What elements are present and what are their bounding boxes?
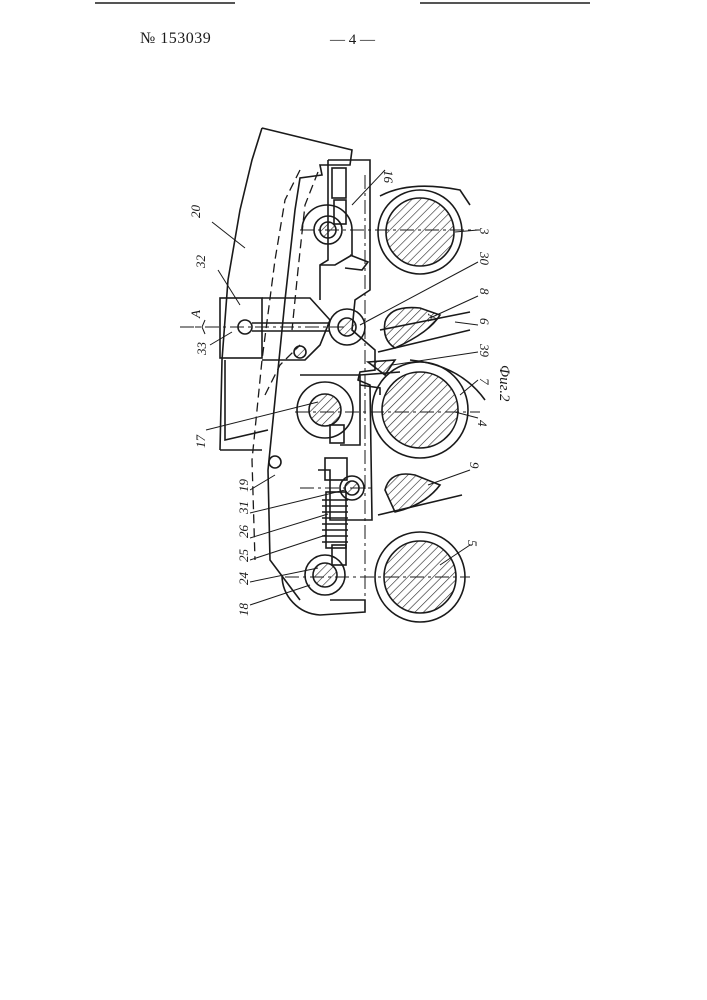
section-mark-a-left: А — [188, 310, 203, 319]
label-8: 8 — [477, 288, 492, 295]
label-32: 32 — [193, 255, 208, 270]
label-30: 30 — [477, 251, 492, 266]
label-33: 33 — [194, 342, 209, 357]
label-25: 25 — [236, 549, 251, 563]
label-24: 24 — [236, 572, 251, 586]
label-39: 39 — [477, 343, 492, 358]
label-5: 5 — [465, 540, 480, 547]
label-20: 20 — [188, 205, 203, 219]
label-9: 9 — [467, 462, 482, 469]
section-mark-a-right: А — [425, 313, 440, 322]
figure-caption: Фиг.2 — [496, 365, 512, 402]
label-7: 7 — [477, 378, 492, 385]
label-26: 26 — [236, 525, 251, 539]
label-6: 6 — [477, 318, 492, 325]
label-3: 3 — [477, 227, 492, 235]
label-17: 17 — [193, 435, 208, 449]
label-4: 4 — [475, 420, 490, 427]
label-31: 31 — [236, 501, 251, 515]
label-19: 19 — [236, 479, 251, 493]
label-18: 18 — [236, 603, 251, 617]
label-16: 16 — [381, 170, 396, 184]
